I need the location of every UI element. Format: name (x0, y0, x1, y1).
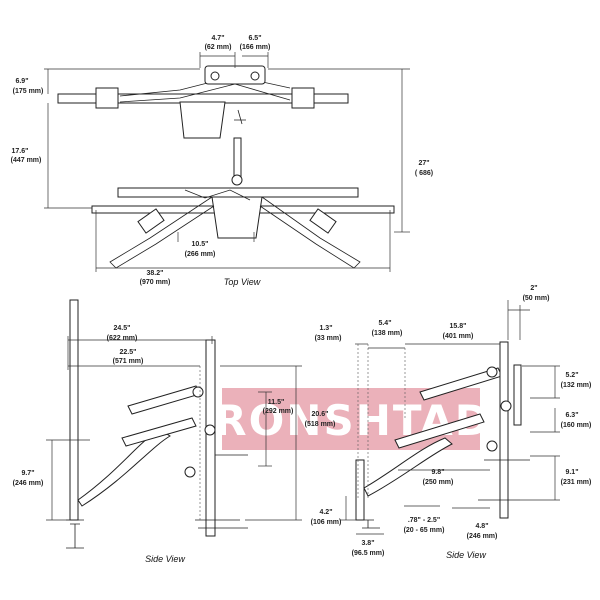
dim-22-5-mm: (571 mm) (113, 358, 144, 365)
left-arm-mid (121, 417, 197, 447)
top-view-drawing (57, 65, 395, 269)
dim-4-8-mm: (246 mm) (467, 533, 498, 540)
dim-10-5-in: 10.5" (192, 241, 209, 248)
lower-hinge-links (184, 189, 251, 201)
dim-5-2-in: 5.2" (565, 372, 578, 379)
dim-6-9-mm: (175 mm) (13, 88, 44, 95)
dim-6-5-mm: (166 mm) (240, 44, 271, 51)
left-arm-lower (77, 429, 171, 507)
dim-24-5-in: 24.5" (114, 325, 131, 332)
dim-6-9-in: 6.9" (15, 78, 28, 85)
dim-17-6-mm: (447 mm) (11, 157, 42, 164)
dim-1-3-in: 1.3" (319, 325, 332, 332)
dim-24-5-mm: (622 mm) (107, 335, 138, 342)
dim-4-8-in: 4.8" (475, 523, 488, 530)
dim-9-8-mm: (250 mm) (423, 479, 454, 486)
dim-3-8-mm: (96.5 mm) (352, 550, 385, 557)
right-monitor-panel (513, 364, 522, 426)
top-pivot-right (250, 71, 260, 81)
dim-6-3-mm: (160 mm) (561, 422, 592, 429)
center-pole (233, 137, 242, 179)
top-view-dimensions (44, 52, 410, 272)
dim-3-8-in: 3.8" (361, 540, 374, 547)
dim-9-8-in: 9.8" (431, 469, 444, 476)
dim-17-6-in: 17.6" (12, 148, 29, 155)
right-arm-lower (363, 437, 453, 497)
dim-10-5-mm: (266 mm) (185, 251, 216, 258)
watermark: KRONSHTADT (180, 388, 520, 450)
upper-crossbar-clip-right (291, 87, 315, 109)
left-clamp (66, 519, 84, 549)
upper-crossbar-clip-left (95, 87, 119, 109)
dim-9-7-in: 9.7" (21, 470, 34, 477)
dim-27-in: 27" (418, 160, 429, 167)
pole-joint (231, 174, 243, 186)
dim-11-5-in: 11.5" (268, 399, 285, 406)
dim-9-1-mm: (231 mm) (561, 479, 592, 486)
left-monitor-plate (205, 339, 216, 537)
dim-6-5-in: 6.5" (248, 35, 261, 42)
dim-2-in: 2" (530, 285, 537, 292)
dim-20-6-mm: (518 mm) (305, 421, 336, 428)
dim-4-7-mm: (62 mm) (205, 44, 232, 51)
dim-38-2-mm: (970 mm) (140, 279, 171, 286)
dim-5-4-in: 5.4" (378, 320, 391, 327)
side-view-left-drawing (66, 299, 248, 549)
left-pivot-1 (192, 386, 204, 398)
upper-tray (179, 101, 226, 139)
dim-1-3-mm: (33 mm) (315, 335, 342, 342)
lower-clip-right (309, 208, 337, 234)
dim-5-4-mm: (138 mm) (372, 330, 403, 337)
dim-27-mm: ( 686) (415, 170, 433, 177)
lower-arm-right (259, 196, 361, 269)
dim-15-8-mm: (401 mm) (443, 333, 474, 340)
right-pivot-2 (500, 400, 512, 412)
lower-crossbar (117, 187, 359, 198)
lower-clip-left (137, 208, 165, 234)
dim-2-mm: (50 mm) (523, 295, 550, 302)
left-pivot-3 (184, 466, 196, 478)
lower-arm-left (109, 196, 215, 269)
top-pivot-left (210, 71, 220, 81)
dim-20-6-in: 20.6" (312, 411, 329, 418)
right-clamp (360, 519, 380, 529)
caption-side-view-right: Side View (446, 550, 486, 560)
dim-078-in: .78" - 2.5" (408, 517, 440, 524)
side-view-left-dimensions (46, 336, 302, 521)
dim-4-2-in: 4.2" (319, 509, 332, 516)
dim-4-2-mm: (106 mm) (311, 519, 342, 526)
side-view-right-drawing (355, 341, 530, 529)
dim-11-5-mm: (292 mm) (263, 408, 294, 415)
dim-078-mm: (20 - 65 mm) (404, 527, 445, 534)
upper-knob (234, 109, 246, 125)
dim-9-1-in: 9.1" (565, 469, 578, 476)
left-pole (69, 299, 79, 521)
left-pivot-2 (204, 424, 216, 436)
dim-38-2-in: 38.2" (147, 270, 164, 277)
right-arm-mid (394, 413, 485, 449)
left-trays (195, 454, 248, 529)
right-monitor-plate (499, 341, 509, 519)
dim-22-5-in: 22.5" (120, 349, 137, 356)
dim-15-8-in: 15.8" (450, 323, 467, 330)
lower-tray (211, 196, 263, 239)
right-pivot-3 (486, 440, 498, 452)
dim-4-7-in: 4.7" (211, 35, 224, 42)
right-trays (478, 459, 530, 501)
right-pole (355, 459, 365, 521)
right-pivot-1 (486, 366, 498, 378)
side-view-right-dimensions (340, 300, 560, 535)
dim-5-2-mm: (132 mm) (561, 382, 592, 389)
caption-side-view-left: Side View (145, 554, 185, 564)
dim-6-3-in: 6.3" (565, 412, 578, 419)
dim-9-7-mm: (246 mm) (13, 480, 44, 487)
caption-top-view: Top View (224, 277, 261, 287)
